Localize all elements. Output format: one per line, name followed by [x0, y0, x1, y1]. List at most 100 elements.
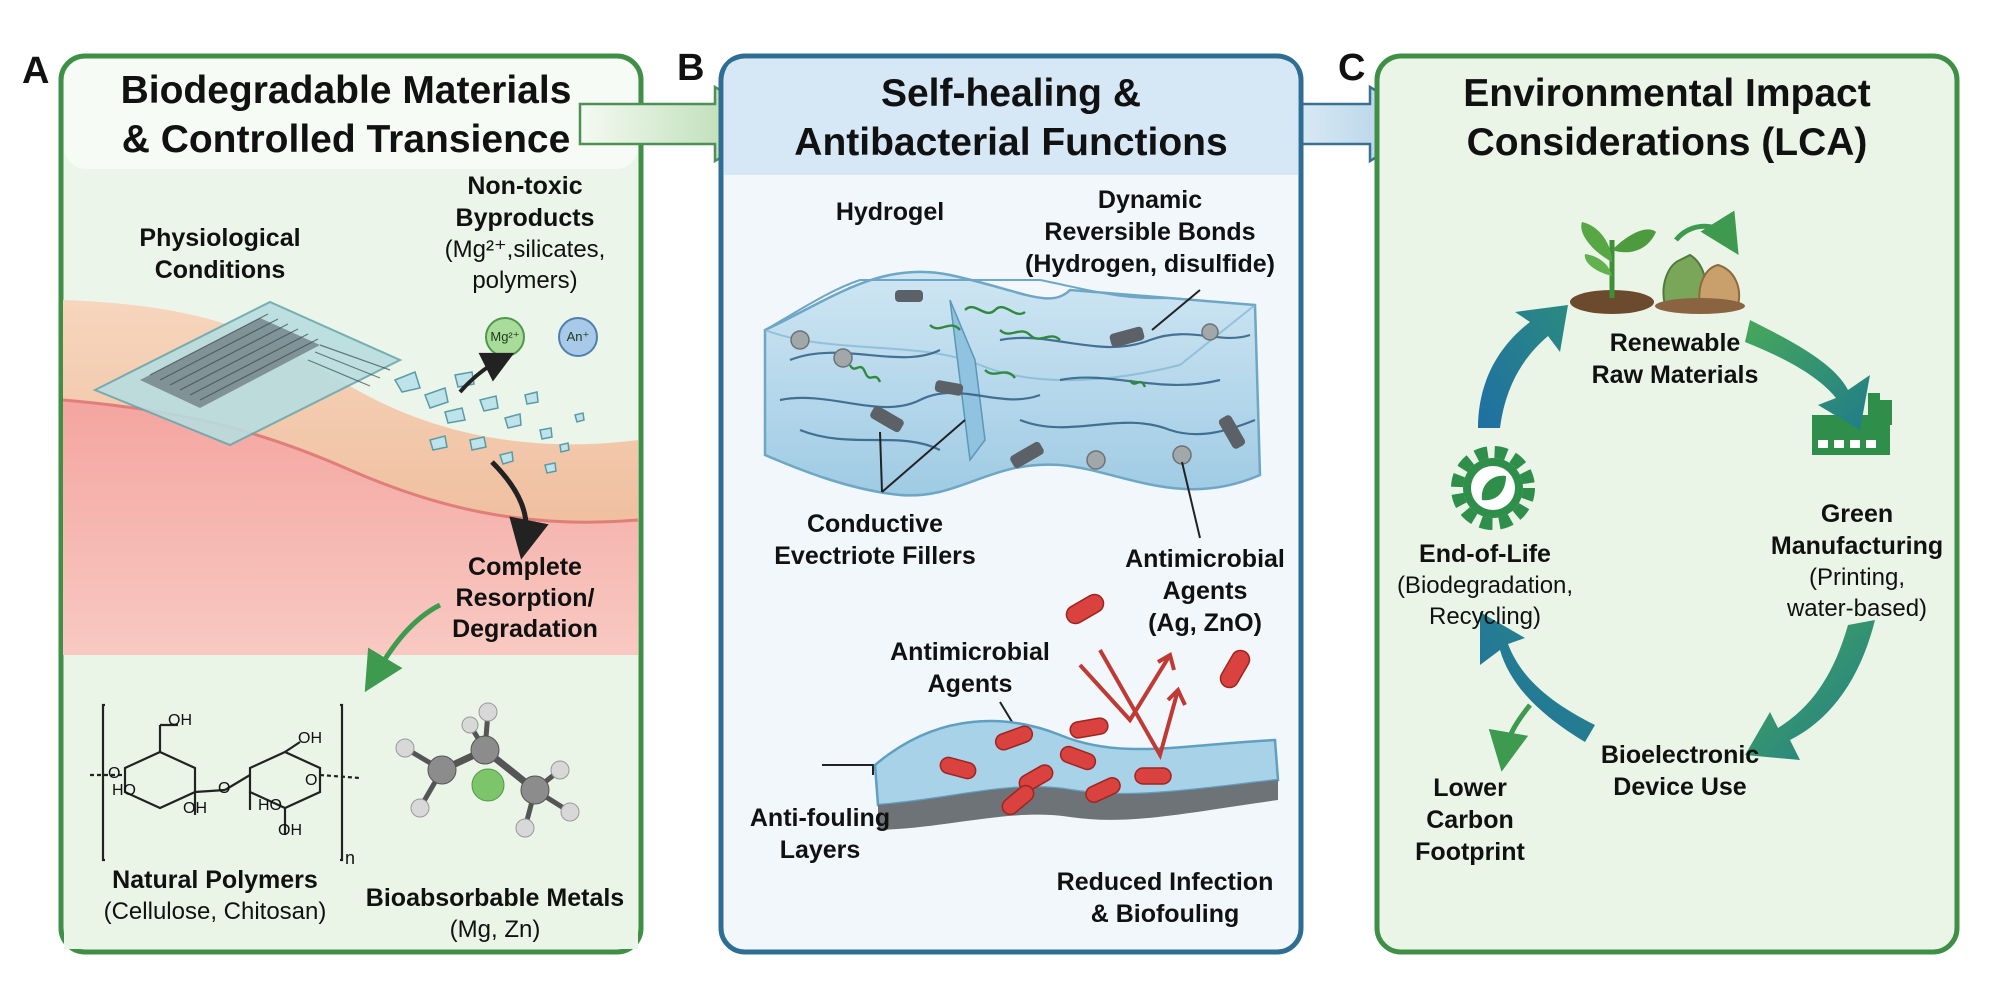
panel-a-title: Biodegradable Materials & Controlled Tra…	[96, 66, 596, 164]
green-manufacturing-detail1: (Printing,	[1808, 564, 1906, 591]
resorption-line2: Resorption/	[455, 584, 595, 612]
lower-carbon-line1: Lower	[1433, 774, 1507, 802]
metal-molecule	[395, 702, 580, 838]
green-manufacturing-label: Green Manufacturing (Printing, water-bas…	[1757, 498, 1957, 624]
dynamic-bonds-line3: (Hydrogen, disulfide)	[1025, 250, 1275, 278]
panel-b-leaders	[822, 289, 1201, 775]
panel-a	[58, 53, 644, 955]
compost-bags-icon	[1655, 253, 1745, 314]
formula-oh-4: OH	[278, 822, 302, 839]
degradation-arrow	[490, 460, 549, 560]
end-of-life-detail2: Recycling)	[1428, 603, 1542, 630]
panel-c-title-line2: Considerations (LCA)	[1466, 121, 1868, 164]
bacteria-group	[939, 593, 1251, 816]
panel-b-title: Self-healing & Antibacterial Functions	[741, 69, 1281, 167]
reduced-infection-label: Reduced Infection & Biofouling	[1040, 866, 1290, 930]
formula-o-3: O	[305, 772, 318, 789]
hydrogel-label: Hydrogel	[835, 198, 945, 226]
antimicrobial-agents-right-label: Antimicrobial Agents (Ag, ZnO)	[1110, 543, 1300, 639]
ion-an-label: An⁺	[566, 329, 590, 344]
panel-c-title: Environmental Impact Considerations (LCA…	[1397, 69, 1937, 167]
physiological-conditions-line1: Physiological	[139, 224, 301, 252]
recycle-arrow-icon	[1674, 210, 1739, 255]
panel-a-letter: A	[22, 50, 50, 92]
reduced-infection-line2: & Biofouling	[1090, 900, 1240, 928]
gear-leaf-icon	[1451, 446, 1535, 530]
resorption-line1: Complete	[468, 553, 582, 581]
formula-o-1: O	[108, 765, 121, 782]
renewable-line2: Raw Materials	[1591, 361, 1759, 389]
lower-carbon-line2: Carbon	[1426, 806, 1514, 834]
carbon-arrow	[1488, 703, 1532, 772]
natural-polymers-detail: (Cellulose, Chitosan)	[103, 898, 327, 925]
renewable-label: Renewable Raw Materials	[1565, 327, 1785, 391]
panel-b-letter: B	[677, 47, 705, 89]
formula-ho-2: HO	[258, 797, 282, 814]
green-manufacturing-detail2: water-based)	[1786, 595, 1928, 622]
antimicrobial-right-line1: Antimicrobial	[1125, 545, 1285, 573]
end-of-life-detail1: (Biodegradation,	[1396, 572, 1574, 599]
panel-b-header-bg	[724, 59, 1298, 175]
end-of-life-title: End-of-Life	[1419, 540, 1551, 568]
resorption-line3: Degradation	[452, 615, 598, 643]
antifouling-line2: Layers	[779, 836, 861, 864]
end-of-life-label: End-of-Life (Biodegradation, Recycling)	[1385, 538, 1585, 632]
conductive-fillers-line1: Conductive	[806, 510, 944, 538]
cycle-arrow-to-manufacturing	[1745, 320, 1870, 430]
byproducts-title-line2: Byproducts	[455, 204, 595, 232]
formula-n: n	[345, 848, 356, 868]
panel-b	[718, 53, 1304, 955]
bioabsorbable-metals-detail: (Mg, Zn)	[449, 916, 541, 943]
resorption-to-polymer-arrow	[364, 602, 442, 693]
cycle-arrow-to-device	[1745, 620, 1875, 760]
reduced-infection-line1: Reduced Infection	[1056, 868, 1274, 896]
transient-device	[92, 300, 585, 474]
device-use-line2: Device Use	[1613, 773, 1747, 801]
conductive-fillers-label: Conductive Evectriote Fillers	[750, 508, 1000, 572]
bioabsorbable-metals-title: Bioabsorbable Metals	[365, 884, 625, 912]
cellulose-structure	[90, 703, 361, 862]
cycle-arrow-to-end-of-life	[1480, 612, 1595, 742]
dynamic-bonds-label: Dynamic Reversible Bonds (Hydrogen, disu…	[1010, 184, 1290, 280]
antimicrobial-agents-center-label: Antimicrobial Agents	[870, 636, 1070, 700]
physiological-conditions-line2: Conditions	[154, 256, 286, 284]
formula-oh-1: OH	[168, 712, 192, 729]
ion-an	[558, 317, 598, 357]
lower-carbon-line3: Footprint	[1415, 838, 1525, 866]
lower-carbon-label: Lower Carbon Footprint	[1400, 772, 1540, 868]
plant-icon	[1570, 222, 1656, 314]
antimicrobial-center-line1: Antimicrobial	[890, 638, 1050, 666]
panel-a-header-bg	[64, 59, 638, 169]
device-use-line1: Bioelectronic	[1600, 741, 1760, 769]
renewable-line1: Renewable	[1609, 329, 1741, 357]
byproducts-label: Non-toxic Byproducts (Mg²⁺,silicates, po…	[420, 170, 630, 296]
cycle-arrow-to-renewable	[1478, 305, 1568, 428]
antimicrobial-center-line2: Agents	[927, 670, 1013, 698]
byproducts-detail-line1: (Mg²⁺,silicates,	[444, 236, 606, 263]
hydrogel-block	[763, 270, 1262, 497]
panel-b-title-line2: Antibacterial Functions	[794, 121, 1228, 164]
device-use-label: Bioelectronic Device Use	[1580, 739, 1780, 803]
panel-c-frame	[1374, 53, 1960, 955]
panel-c-letter: C	[1338, 47, 1366, 89]
bacteria-repel-arrows	[1078, 649, 1187, 761]
antifouling-line1: Anti-fouling	[749, 804, 891, 832]
panel-c-title-line1: Environmental Impact	[1463, 72, 1871, 115]
byproduct-arrow	[458, 352, 515, 394]
panel-b-title-line1: Self-healing &	[880, 72, 1142, 115]
formula-oh-2: OH	[298, 730, 322, 747]
formula-ho-1: HO	[112, 782, 136, 799]
conductive-fillers-line2: Evectriote Fillers	[774, 542, 976, 570]
physiological-conditions-label: Physiological Conditions	[130, 222, 310, 286]
dynamic-bonds-line2: Reversible Bonds	[1044, 218, 1256, 246]
formula-oh-3: OH	[183, 800, 207, 817]
byproducts-detail-line2: polymers)	[472, 267, 578, 294]
panel-a-title-line2: & Controlled Transience	[121, 118, 571, 161]
byproducts-title-line1: Non-toxic	[467, 172, 583, 200]
bioabsorbable-metals-label: Bioabsorbable Metals (Mg, Zn)	[350, 882, 640, 945]
natural-polymers-title: Natural Polymers	[112, 866, 318, 894]
green-manufacturing-line2: Manufacturing	[1770, 532, 1944, 560]
antifouling-layers-label: Anti-fouling Layers	[730, 802, 910, 866]
dynamic-bonds-line1: Dynamic	[1097, 186, 1203, 214]
